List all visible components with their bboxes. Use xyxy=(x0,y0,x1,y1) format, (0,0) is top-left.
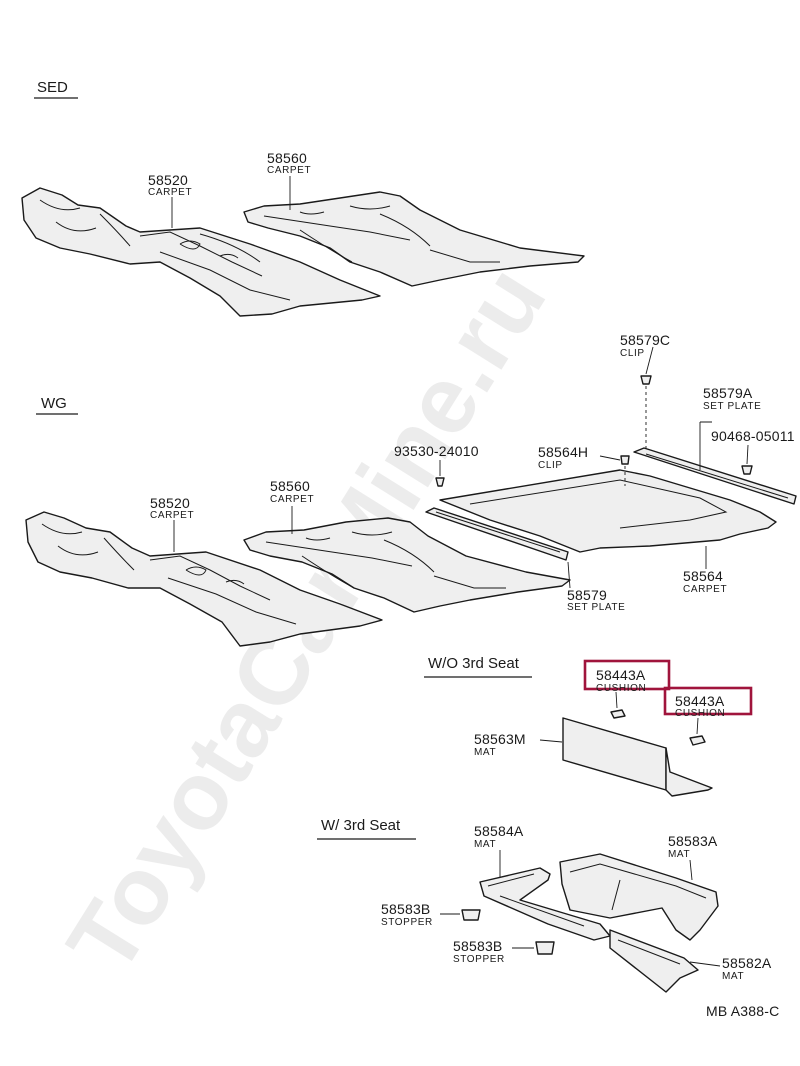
part-number-58564[interactable]: 58564 xyxy=(683,568,723,584)
part-name-wg-58520: CARPET xyxy=(150,510,194,521)
part-number-58583A[interactable]: 58583A xyxy=(668,833,718,849)
stopper-58583B-1-shape[interactable] xyxy=(461,909,481,921)
leader-90468 xyxy=(746,444,749,465)
mat-58582A-shape[interactable] xyxy=(609,929,699,993)
part-name-58579A: SET PLATE xyxy=(703,401,761,412)
part-number-90468[interactable]: 90468-05011 xyxy=(711,428,795,444)
part-number-93530[interactable]: 93530-24010 xyxy=(394,443,479,459)
part-number-58563M[interactable]: 58563M xyxy=(474,731,526,747)
leader-58563M xyxy=(539,739,563,743)
section-label-sed: SED xyxy=(37,79,68,96)
leader-58582A xyxy=(689,961,721,967)
cushion-58443A-2-shape[interactable] xyxy=(689,735,706,746)
mat-58584A-shape[interactable] xyxy=(479,867,611,941)
clip-93530-shape[interactable] xyxy=(435,477,445,487)
part-name-58584A: MAT xyxy=(474,839,496,850)
cushion-58443A-1-shape[interactable] xyxy=(610,709,626,719)
part-number-58582A[interactable]: 58582A xyxy=(722,955,772,971)
part-name-58579C: CLIP xyxy=(620,348,645,359)
part-name-58563M: MAT xyxy=(474,747,496,758)
part-number-58584A[interactable]: 58584A xyxy=(474,823,524,839)
part-number-wg-58560[interactable]: 58560 xyxy=(270,478,310,494)
part-number-58583B-2[interactable]: 58583B xyxy=(453,938,502,954)
mat-58563M-shape[interactable] xyxy=(562,717,713,797)
part-name-58583B-1: STOPPER xyxy=(381,917,433,928)
stopper-58583B-2-shape[interactable] xyxy=(535,941,555,955)
section-label-w-3rd-seat: W/ 3rd Seat xyxy=(321,817,401,834)
diagram-code: MB A388-C xyxy=(706,1003,779,1019)
leader-58579A-bracket xyxy=(699,421,712,470)
set-plate-58579-shape[interactable] xyxy=(425,507,569,561)
section-label-wg: WG xyxy=(41,395,67,412)
part-name-58443A-2: CUSHION xyxy=(675,708,725,719)
part-name-58583A: MAT xyxy=(668,849,690,860)
luggage-carpet-shape[interactable] xyxy=(439,469,777,553)
clip-58579C-shape[interactable] xyxy=(640,375,652,385)
part-name-58583B-2: STOPPER xyxy=(453,954,505,965)
leader-58443A-2 xyxy=(696,717,699,735)
part-name-58443A-1: CUSHION xyxy=(596,683,646,694)
part-number-58579[interactable]: 58579 xyxy=(567,587,607,603)
part-number-sed-58520[interactable]: 58520 xyxy=(148,172,188,188)
leader-58564H xyxy=(599,455,621,461)
section-label-wo-3rd-seat: W/O 3rd Seat xyxy=(428,655,520,672)
part-name-58582A: MAT xyxy=(722,971,744,982)
part-name-wg-58560: CARPET xyxy=(270,494,314,505)
clip-58564H-shape[interactable] xyxy=(620,455,630,465)
part-number-58443A-2[interactable]: 58443A xyxy=(675,693,725,709)
wg-front-carpet-shape[interactable] xyxy=(25,511,383,647)
part-name-58579: SET PLATE xyxy=(567,602,625,613)
clip-90468-shape[interactable] xyxy=(741,465,753,475)
set-plate-58579A-shape[interactable] xyxy=(633,447,797,505)
part-number-sed-58560[interactable]: 58560 xyxy=(267,150,307,166)
part-number-wg-58520[interactable]: 58520 xyxy=(150,495,190,511)
part-name-58564H: CLIP xyxy=(538,460,563,471)
sed-front-carpet-shape[interactable] xyxy=(21,187,381,317)
wg-rear-carpet-shape[interactable] xyxy=(243,517,571,613)
leader-58579C xyxy=(645,346,654,375)
part-name-sed-58520: CARPET xyxy=(148,187,192,198)
part-number-58443A-1[interactable]: 58443A xyxy=(596,667,646,683)
leader-58579 xyxy=(567,561,571,589)
leader-58443A-1 xyxy=(615,691,618,709)
part-name-sed-58560: CARPET xyxy=(267,165,311,176)
part-number-58564H[interactable]: 58564H xyxy=(538,444,588,460)
leader-58583A xyxy=(689,859,693,881)
mat-58583A-shape[interactable] xyxy=(559,853,719,941)
part-name-58564: CARPET xyxy=(683,584,727,595)
highlight-box-58443A-2 xyxy=(663,686,753,716)
part-number-58579C[interactable]: 58579C xyxy=(620,332,670,348)
part-number-58583B-1[interactable]: 58583B xyxy=(381,901,430,917)
highlight-box-58443A-1 xyxy=(583,659,671,691)
part-number-58579A[interactable]: 58579A xyxy=(703,385,753,401)
sed-rear-carpet-shape[interactable] xyxy=(243,191,585,287)
